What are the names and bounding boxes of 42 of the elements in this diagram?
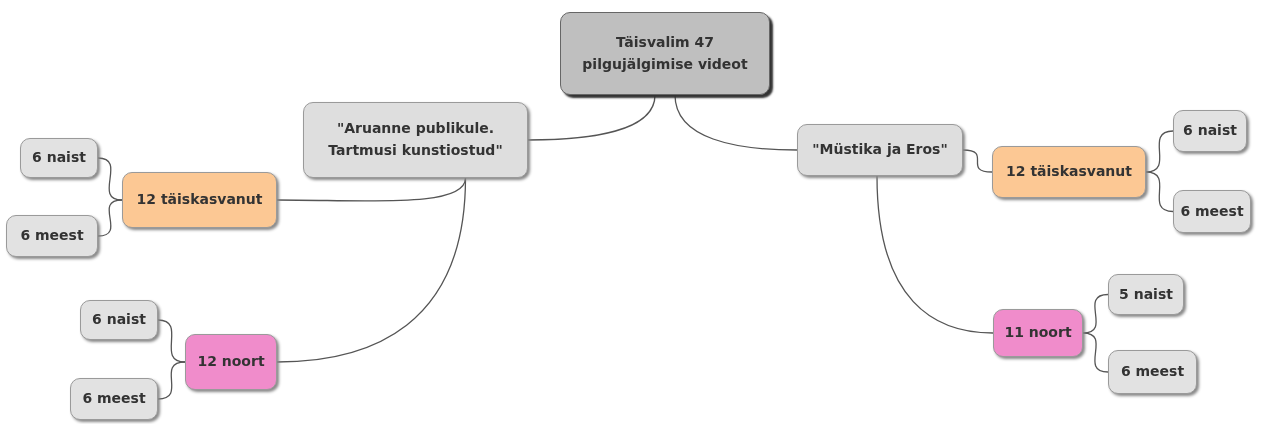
topic-text: 5 naist [1119,284,1173,304]
topic-text: Täisvalim 47 pilgujälgimise videot [581,32,749,74]
root-topic-box [560,12,770,95]
topic-box [797,124,963,176]
topic-box [993,309,1083,357]
topic-text: 11 noort [1004,323,1072,343]
connector-line [97,199,123,237]
topic-box [185,334,277,390]
leaf-topic-box [80,300,158,340]
leaf-topic-box [70,378,158,420]
topic-text: 12 täiskasvanut [136,190,263,210]
topic-text: 6 meest [82,389,146,409]
connector-line [276,177,467,202]
connector-line [157,361,186,400]
leaf-topic-box [1108,350,1197,394]
connector-line [674,94,798,151]
topic-text: 12 noort [197,352,265,372]
connector-line [157,319,186,363]
topic-box [122,172,277,228]
connector-line [876,175,994,334]
topic-text: "Müstika ja Eros" [812,140,948,160]
topic-text: 12 täiskasvanut [1006,162,1132,182]
connector-line [276,177,467,363]
connector-line [1145,171,1174,213]
topic-text: "Aruanne publikule. Tartmusi kunstiostud" [327,119,504,160]
topic-text: 6 meest [20,226,84,246]
topic-box [992,146,1146,198]
topic-text: 6 naist [1183,121,1237,141]
leaf-topic-box [6,215,98,257]
leaf-topic-box [1173,190,1251,233]
topic-text: 6 meest [1180,201,1244,221]
leaf-topic-box [1173,110,1247,152]
topic-text: 6 naist [92,310,146,330]
connector-line [97,157,123,201]
leaf-topic-box [20,138,98,178]
leaf-topic-box [1108,274,1184,315]
topic-text: 6 naist [32,148,86,168]
connector-line [962,149,993,173]
topic-box [303,102,528,178]
topic-text: 6 meest [1120,362,1185,382]
connector-line [1145,130,1174,173]
connector-line [527,94,656,141]
